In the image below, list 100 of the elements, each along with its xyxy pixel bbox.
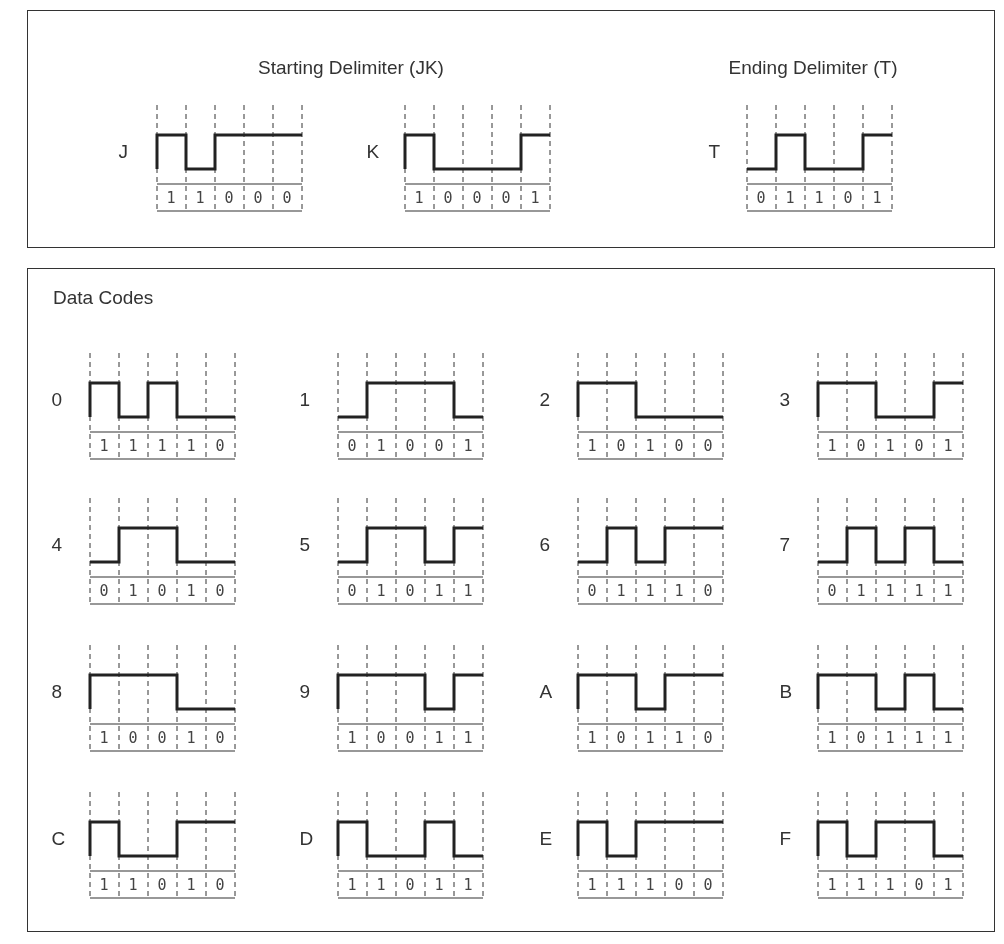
bit-value: 1 [884,435,896,457]
bit-value: 0 [127,727,139,749]
bit-value: 1 [529,187,541,209]
bit-value: 1 [462,435,474,457]
bit-value: 0 [755,187,767,209]
panel-heading: Ending Delimiter (T) [728,57,898,79]
bit-value: 1 [826,874,838,896]
bit-value: 1 [98,874,110,896]
bit-value: 1 [813,187,825,209]
bit-value: 1 [375,580,387,602]
bit-value: 0 [702,580,714,602]
bit-value: 1 [462,580,474,602]
symbol-label: 3 [779,388,791,411]
bit-value: 0 [913,435,925,457]
symbol-label: 8 [51,680,63,703]
bit-value: 0 [404,874,416,896]
bit-value: 1 [784,187,796,209]
bit-value: 1 [644,874,656,896]
bit-value: 1 [185,580,197,602]
bit-value: 1 [185,727,197,749]
bit-value: 0 [842,187,854,209]
bit-value: 1 [855,580,867,602]
bit-value: 1 [127,435,139,457]
symbol-label: J [118,140,128,163]
bit-value: 0 [214,580,226,602]
bit-value: 1 [826,727,838,749]
bit-value: 0 [281,187,293,209]
bit-value: 1 [127,580,139,602]
bit-value: 1 [586,727,598,749]
bit-value: 0 [702,727,714,749]
bit-value: 0 [500,187,512,209]
bit-value: 1 [884,580,896,602]
bit-value: 0 [156,580,168,602]
symbol-label: 0 [51,388,63,411]
bit-value: 1 [942,435,954,457]
symbol-label: E [539,827,553,850]
panel-heading: Data Codes [53,287,154,309]
bit-value: 0 [615,727,627,749]
symbol-label: 9 [299,680,311,703]
bit-value: 1 [156,435,168,457]
bit-value: 0 [471,187,483,209]
symbol-label: 1 [299,388,311,411]
bit-value: 1 [185,435,197,457]
bit-value: 0 [156,874,168,896]
bit-value: 1 [586,435,598,457]
bit-value: 1 [375,435,387,457]
symbol-label: B [779,680,793,703]
symbol-label: 4 [51,533,63,556]
bit-value: 0 [673,435,685,457]
symbol-label: F [779,827,792,850]
bit-value: 1 [615,874,627,896]
bit-value: 0 [214,435,226,457]
symbol-label: C [51,827,66,850]
panel-heading: Starting Delimiter (JK) [258,57,444,79]
bit-value: 1 [942,874,954,896]
bit-value: 0 [375,727,387,749]
bit-value: 1 [462,727,474,749]
bit-value: 1 [942,580,954,602]
bit-value: 0 [702,874,714,896]
bit-value: 1 [884,874,896,896]
bit-value: 1 [127,874,139,896]
bit-value: 1 [942,727,954,749]
bit-value: 1 [826,435,838,457]
bit-value: 0 [98,580,110,602]
bit-value: 0 [404,580,416,602]
bit-value: 1 [185,874,197,896]
bit-value: 1 [165,187,177,209]
bit-value: 1 [644,727,656,749]
bit-value: 0 [673,874,685,896]
bit-value: 0 [404,727,416,749]
panel-frame [27,268,995,932]
bit-value: 0 [913,874,925,896]
bit-value: 1 [913,580,925,602]
symbol-label: 7 [779,533,791,556]
bit-value: 0 [615,435,627,457]
symbol-label: T [708,140,721,163]
bit-value: 1 [855,874,867,896]
bit-value: 1 [673,580,685,602]
bit-value: 0 [156,727,168,749]
bit-value: 0 [214,874,226,896]
bit-value: 1 [913,727,925,749]
symbol-label: K [366,140,380,163]
panel-frame [27,10,995,248]
bit-value: 0 [855,727,867,749]
bit-value: 1 [375,874,387,896]
bit-value: 1 [346,727,358,749]
bit-value: 1 [98,435,110,457]
bit-value: 1 [433,727,445,749]
bit-value: 0 [346,435,358,457]
bit-value: 0 [404,435,416,457]
bit-value: 1 [98,727,110,749]
bit-value: 0 [826,580,838,602]
bit-value: 1 [346,874,358,896]
bit-value: 1 [871,187,883,209]
bit-value: 0 [442,187,454,209]
bit-value: 0 [855,435,867,457]
symbol-label: A [539,680,553,703]
bit-value: 0 [702,435,714,457]
bit-value: 0 [433,435,445,457]
bit-value: 0 [586,580,598,602]
